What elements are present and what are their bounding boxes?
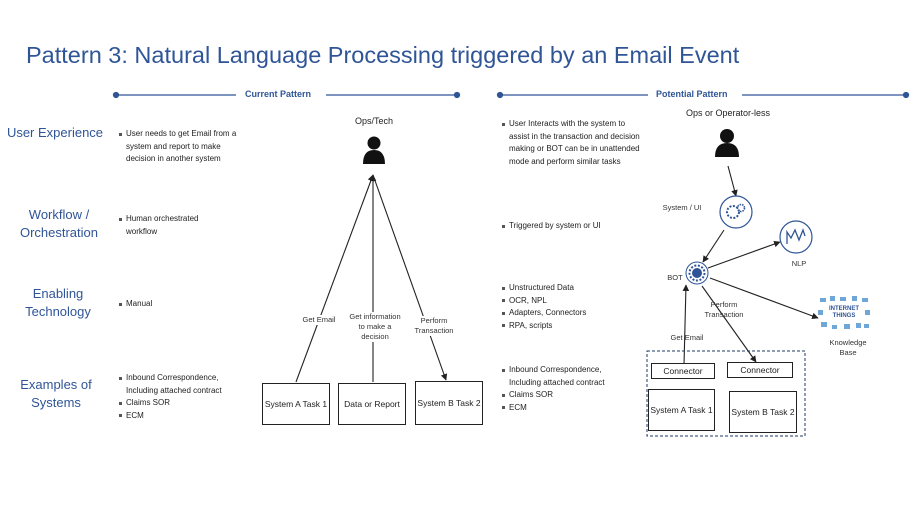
bot-label: BOT	[667, 273, 683, 282]
connector-box-1: Connector	[651, 363, 715, 379]
page-title: Pattern 3: Natural Language Processing t…	[26, 42, 740, 68]
list-item: User needs to get Email from a system an…	[118, 128, 250, 166]
system-a-task-box: System A Task 1	[262, 383, 330, 425]
system-ui-gear-icon	[719, 195, 753, 229]
edge-get-email-up	[682, 284, 690, 366]
nlp-label: NLP	[791, 259, 807, 268]
edge-get-email	[295, 174, 375, 383]
edge-bot-to-kb	[709, 277, 819, 320]
edge-perform-transaction	[372, 174, 448, 381]
list-item: Claims SOR	[118, 397, 246, 410]
edge-label-perform: Perform Transaction	[704, 300, 744, 319]
list-item: User Interacts with the system to assist…	[501, 118, 641, 168]
potential-system-b-task-box: System B Task 2	[729, 391, 797, 433]
potential-examples-list: Inbound Correspondence, Including attach…	[501, 364, 631, 414]
nlp-icon	[779, 220, 813, 254]
potential-enabling-list: Unstructured Data OCR, NPL Adapters, Con…	[501, 282, 641, 332]
connector-box-2: Connector	[727, 362, 793, 378]
potential-ux-list: User Interacts with the system to assist…	[501, 118, 641, 168]
list-item: Inbound Correspondence, Including attach…	[118, 372, 246, 397]
potential-workflow-list: Triggered by system or UI	[501, 220, 641, 233]
potential-pattern-header: Potential Pattern	[656, 89, 728, 99]
list-item: Inbound Correspondence, Including attach…	[501, 364, 631, 389]
system-b-task-box: System B Task 2	[415, 381, 483, 425]
potential-actor-label: Ops or Operator-less	[685, 108, 771, 118]
list-item: ECM	[118, 410, 246, 423]
list-item: RPA, scripts	[501, 320, 641, 333]
row-label-workflow: Workflow / Orchestration	[19, 207, 99, 240]
list-item: Triggered by system or UI	[501, 220, 641, 233]
edge-label-get-information: Get information to make a decision	[346, 312, 404, 342]
list-item: Manual	[118, 298, 228, 311]
edge-system-to-bot	[702, 229, 725, 263]
row-label-examples: Examples of Systems	[20, 377, 92, 410]
data-report-box: Data or Report	[338, 383, 406, 425]
current-actor-label: Ops/Tech	[354, 116, 394, 126]
potential-actor-person-icon	[714, 128, 740, 163]
edge-bot-to-nlp	[707, 240, 781, 269]
list-item: Claims SOR	[501, 389, 631, 402]
knowledge-base-logo-text: INTERNET THINGS	[829, 306, 859, 319]
edge-label-get-email: Get Email	[670, 333, 704, 342]
knowledge-base-label: Knowledge Base	[829, 338, 867, 357]
list-item: Human orchestrated workflow	[118, 213, 228, 238]
edge-label-get-email: Get Email	[296, 315, 342, 325]
list-item: Adapters, Connectors	[501, 307, 641, 320]
knowledge-base-icon: INTERNET THINGS	[818, 294, 870, 332]
connector-group	[646, 350, 806, 437]
current-workflow-list: Human orchestrated workflow	[118, 213, 228, 238]
current-pattern-header: Current Pattern	[245, 89, 312, 99]
edge-actor-to-system	[727, 165, 738, 197]
system-ui-label: System / UI	[662, 203, 702, 212]
bot-gear-icon	[685, 261, 709, 285]
row-label-enabling: Enabling Technology	[25, 286, 91, 319]
potential-system-a-task-box: System A Task 1	[648, 389, 715, 431]
edge-label-perform-transaction: Perform Transaction	[410, 316, 458, 336]
list-item: Unstructured Data	[501, 282, 641, 295]
current-actor-person-icon	[362, 135, 386, 170]
row-label-user-experience: User Experience	[6, 125, 104, 140]
current-enabling-list: Manual	[118, 298, 228, 311]
list-item: OCR, NPL	[501, 295, 641, 308]
current-ux-list: User needs to get Email from a system an…	[118, 128, 250, 166]
list-item: ECM	[501, 402, 631, 415]
current-examples-list: Inbound Correspondence, Including attach…	[118, 372, 246, 422]
edge-perform-down	[701, 285, 757, 363]
